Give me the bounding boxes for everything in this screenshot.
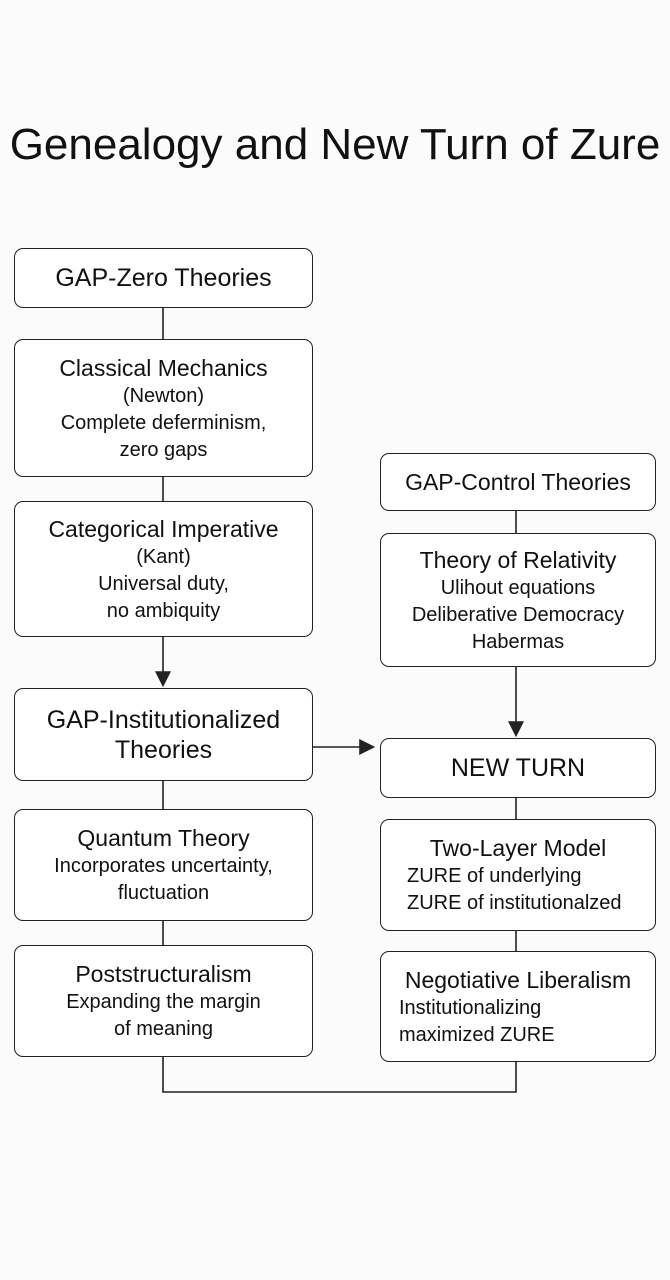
box-gap-zero: GAP-Zero Theories (14, 248, 313, 308)
box-text: Universal duty, (98, 572, 229, 595)
box-title: Theory of Relativity (419, 546, 617, 573)
page-title: Genealogy and New Turn of Zure (9, 120, 661, 169)
box-text: of meaning (114, 1018, 213, 1040)
box-title: GAP-Institutionalized (46, 705, 281, 734)
box-text: Complete deferminism, (60, 411, 267, 434)
box-text: Habermas (471, 630, 565, 653)
box-text: Incorporates uncertainty, (54, 855, 273, 877)
box-title: Negotiative Liberalism (404, 966, 632, 993)
box-gap-control: GAP-Control Theories (380, 453, 656, 511)
box-text: (Kant) (136, 545, 191, 568)
box-new-turn: NEW TURN (380, 738, 656, 798)
box-text: ZURE of institutionalzed (407, 892, 622, 914)
box-text: (Newton) (122, 384, 205, 407)
box-text: Expanding the margin (66, 991, 261, 1013)
box-text: fluctuation (117, 882, 210, 904)
connector-line (162, 1057, 517, 1093)
box-gap-institutionalized: GAP-Institutionalized Theories (14, 688, 313, 781)
box-text: Ulihout equations (440, 576, 596, 599)
box-two-layer-model: Two-Layer Model ZURE of underlying ZURE … (380, 819, 656, 931)
box-title: GAP-Control Theories (405, 469, 631, 495)
box-poststructuralism: Poststructuralism Expanding the margin o… (14, 945, 313, 1057)
box-title: Theories (114, 735, 213, 764)
box-text: maximized ZURE (399, 1023, 555, 1046)
box-negotiative-liberalism: Negotiative Liberalism Institutionalizin… (380, 951, 656, 1062)
box-text: Deliberative Democracy (411, 603, 625, 626)
box-title: Classical Mechanics (59, 354, 268, 381)
box-quantum-theory: Quantum Theory Incorporates uncertainty,… (14, 809, 313, 921)
box-title: Poststructuralism (75, 961, 252, 987)
box-text: ZURE of underlying (407, 865, 582, 887)
box-text: Institutionalizing (399, 996, 542, 1019)
box-title: Quantum Theory (77, 825, 250, 851)
box-theory-of-relativity: Theory of Relativity Ulihout equations D… (380, 533, 656, 667)
box-title: GAP-Zero Theories (55, 264, 272, 292)
box-classical-mechanics: Classical Mechanics (Newton) Complete de… (14, 339, 313, 477)
box-text: zero gaps (119, 438, 208, 461)
box-text: no ambiquity (106, 599, 221, 622)
box-categorical-imperative: Categorical Imperative (Kant) Universal … (14, 501, 313, 637)
box-title: NEW TURN (450, 754, 586, 782)
box-title: Two-Layer Model (429, 835, 607, 861)
box-title: Categorical Imperative (48, 515, 279, 542)
